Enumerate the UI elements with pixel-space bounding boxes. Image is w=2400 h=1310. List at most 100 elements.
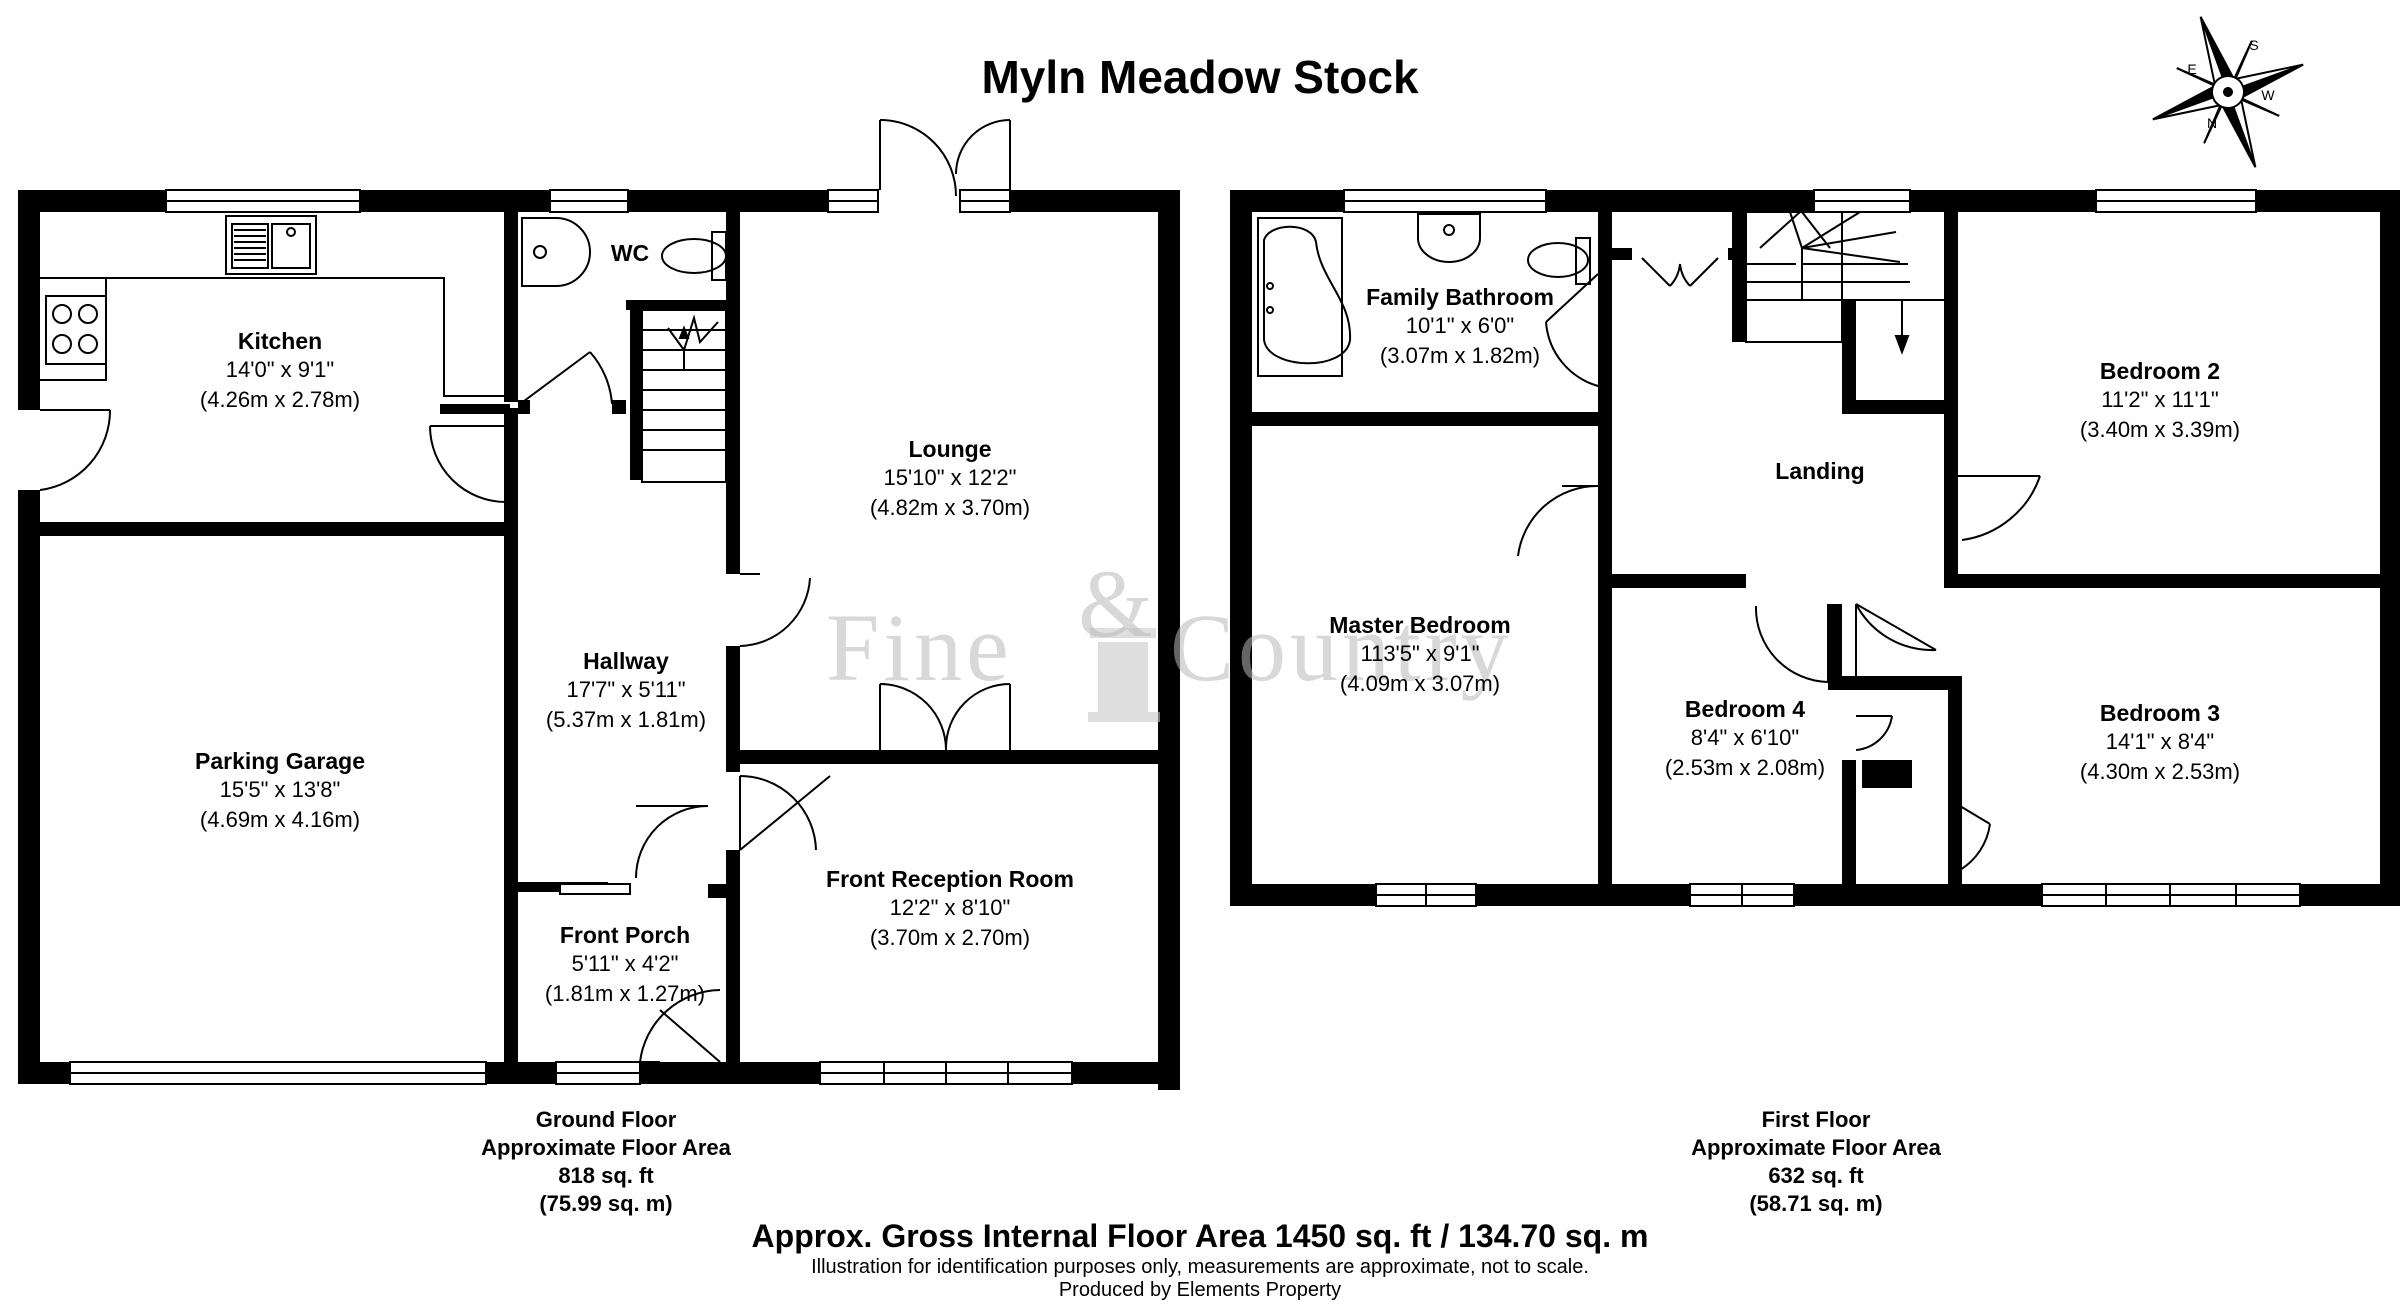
first-floor-area: First Floor Approximate Floor Area 632 s…: [1666, 1106, 1966, 1218]
floor-area-sqm: (58.71 sq. m): [1749, 1191, 1883, 1216]
room-dim-metric: (2.53m x 2.08m): [1664, 755, 1826, 780]
room-dim-metric: (5.37m x 1.81m): [545, 707, 707, 732]
room-name: Parking Garage: [194, 748, 366, 774]
compass-s-letter: S: [2249, 37, 2258, 53]
watermark-text-right: Country: [1170, 594, 1513, 701]
room-dim-metric: (4.69m x 4.16m): [199, 807, 361, 832]
ground-floor-windows: [69, 189, 1073, 1085]
first-floor-stairs: [1745, 211, 1944, 355]
room-label-wc: WC: [610, 240, 650, 266]
floor-label: First Floor: [1761, 1107, 1871, 1132]
room-label-bedroom3: Bedroom 3 14'1" x 8'4" (4.30m x 2.53m): [2030, 700, 2290, 787]
room-dim-metric: (4.82m x 3.70m): [869, 495, 1031, 520]
bedroom4-door: [1754, 604, 1829, 683]
ground-stairs: [641, 309, 727, 483]
room-dim-imperial: 15'10" x 12'2": [883, 465, 1017, 490]
room-name: Bedroom 3: [2099, 700, 2221, 726]
room-dim-metric: (4.30m x 2.53m): [2079, 759, 2241, 784]
room-dim-imperial: 12'2" x 8'10": [889, 895, 1011, 920]
ground-floor-area: Ground Floor Approximate Floor Area 818 …: [456, 1106, 756, 1218]
ground-floor-plan: [18, 119, 1180, 1090]
floor-label: Ground Floor: [535, 1107, 677, 1132]
room-label-kitchen: Kitchen 14'0" x 9'1" (4.26m x 2.78m): [130, 328, 430, 415]
compass-e-letter: E: [2187, 61, 2196, 77]
room-dim-metric: (3.07m x 1.82m): [1379, 343, 1541, 368]
room-dim-metric: (3.70m x 2.70m): [869, 925, 1031, 950]
producer-credit: Produced by Elements Property: [1058, 1279, 1342, 1301]
room-name: Bedroom 2: [2099, 358, 2221, 384]
front-door: [639, 989, 721, 1063]
room-dim-imperial: 14'1" x 8'4": [2105, 729, 2215, 754]
room-dim-imperial: 5'11" x 4'2": [571, 951, 679, 976]
bath-icon: [1257, 217, 1352, 377]
wc-basin-icon: [521, 217, 591, 287]
room-label-porch: Front Porch 5'11" x 4'2" (1.81m x 1.27m): [500, 922, 750, 1009]
watermark-ampersand: &: [1078, 550, 1153, 657]
watermark-text-left: Fine: [826, 594, 1013, 701]
lounge-french-doors: [879, 119, 1011, 197]
room-label-garage: Parking Garage 15'5" x 13'8" (4.69m x 4.…: [130, 748, 430, 835]
floor-area-label: Approximate Floor Area: [481, 1135, 731, 1160]
room-name: Hallway: [583, 648, 669, 674]
compass-n-letter: N: [2207, 115, 2217, 131]
room-label-landing: Landing: [1775, 458, 1865, 484]
room-dim-metric: (3.40m x 3.39m): [2079, 417, 2241, 442]
floor-area-sqft: 632 sq. ft: [1768, 1163, 1864, 1188]
compass-rose-icon: [2152, 16, 2304, 168]
room-dim-imperial: 113'5" x 9'1": [1360, 641, 1480, 666]
first-floor-plan: [1230, 189, 2400, 907]
room-label-lounge: Lounge 15'10" x 12'2" (4.82m x 3.70m): [800, 436, 1100, 523]
room-label-bathroom: Family Bathroom 10'1" x 6'0" (3.07m x 1.…: [1330, 284, 1590, 371]
wc-door: [519, 351, 613, 405]
room-label-master-bedroom: Master Bedroom 113'5" x 9'1" (4.09m x 3.…: [1290, 612, 1550, 699]
disclaimer: Illustration for identification purposes…: [811, 1256, 1589, 1278]
room-name: Master Bedroom: [1329, 612, 1511, 638]
room-dim-imperial: 11'2" x 11'1": [2101, 387, 2219, 412]
lounge-hall-door: [739, 573, 811, 647]
room-dim-metric: (1.81m x 1.27m): [544, 981, 706, 1006]
bedroom2-door: [1944, 475, 2041, 541]
room-name: Family Bathroom: [1366, 284, 1554, 310]
bathroom-toilet-icon: [1527, 237, 1591, 285]
porch-hall-door: [635, 805, 709, 879]
room-label-bedroom2: Bedroom 2 11'2" x 11'1" (3.40m x 3.39m): [2020, 358, 2300, 445]
room-name: Bedroom 4: [1684, 696, 1806, 722]
bathroom-door: [1545, 273, 1599, 387]
room-name: Front Reception Room: [826, 866, 1074, 892]
room-dim-imperial: 8'4" x 6'10": [1690, 725, 1800, 750]
room-label-reception: Front Reception Room 12'2" x 8'10" (3.70…: [790, 866, 1110, 953]
master-bedroom-door: [1517, 484, 1599, 557]
floor-area-label: Approximate Floor Area: [1691, 1135, 1941, 1160]
page-title: Myln Meadow Stock: [981, 51, 1419, 103]
toilet-icon: [661, 231, 727, 281]
room-dim-imperial: 17'7" x 5'11": [566, 677, 686, 702]
floor-area-sqm: (75.99 sq. m): [539, 1191, 673, 1216]
reception-hall-door: [739, 775, 831, 851]
reception-double-doors: [879, 683, 1011, 752]
room-name: Kitchen: [237, 328, 323, 354]
ground-floor-walls: [18, 190, 1180, 1090]
first-floor-walls: [1230, 190, 2400, 906]
kitchen-side-door: [39, 409, 112, 491]
floor-area-sqft: 818 sq. ft: [558, 1163, 654, 1188]
kitchen-hall-door: [429, 425, 507, 503]
room-dim-imperial: 15'5" x 13'8": [219, 777, 341, 802]
column-icon: [1088, 628, 1160, 722]
gross-internal-area: Approx. Gross Internal Floor Area 1450 s…: [751, 1218, 1649, 1254]
room-label-bedroom4: Bedroom 4 8'4" x 6'10" (2.53m x 2.08m): [1620, 696, 1870, 783]
cupboard-doors: [1641, 257, 1719, 287]
room-label-hallway: Hallway 17'7" x 5'11" (5.37m x 1.81m): [486, 648, 766, 735]
bedroom3-door: [1855, 603, 1937, 690]
bathroom-basin-icon: [1417, 213, 1481, 263]
kitchen-sink-icon: [225, 215, 317, 275]
first-floor-windows: [1343, 189, 2301, 907]
wardrobe-doors: [1855, 715, 1991, 871]
room-name: Lounge: [908, 436, 992, 462]
room-name: Front Porch: [559, 922, 691, 948]
room-dim-imperial: 10'1" x 6'0": [1405, 313, 1515, 338]
room-dim-metric: (4.09m x 3.07m): [1339, 671, 1501, 696]
room-dim-metric: (4.26m x 2.78m): [199, 387, 361, 412]
hob-icon: [45, 295, 107, 365]
room-dim-imperial: 14'0" x 9'1": [225, 357, 335, 382]
